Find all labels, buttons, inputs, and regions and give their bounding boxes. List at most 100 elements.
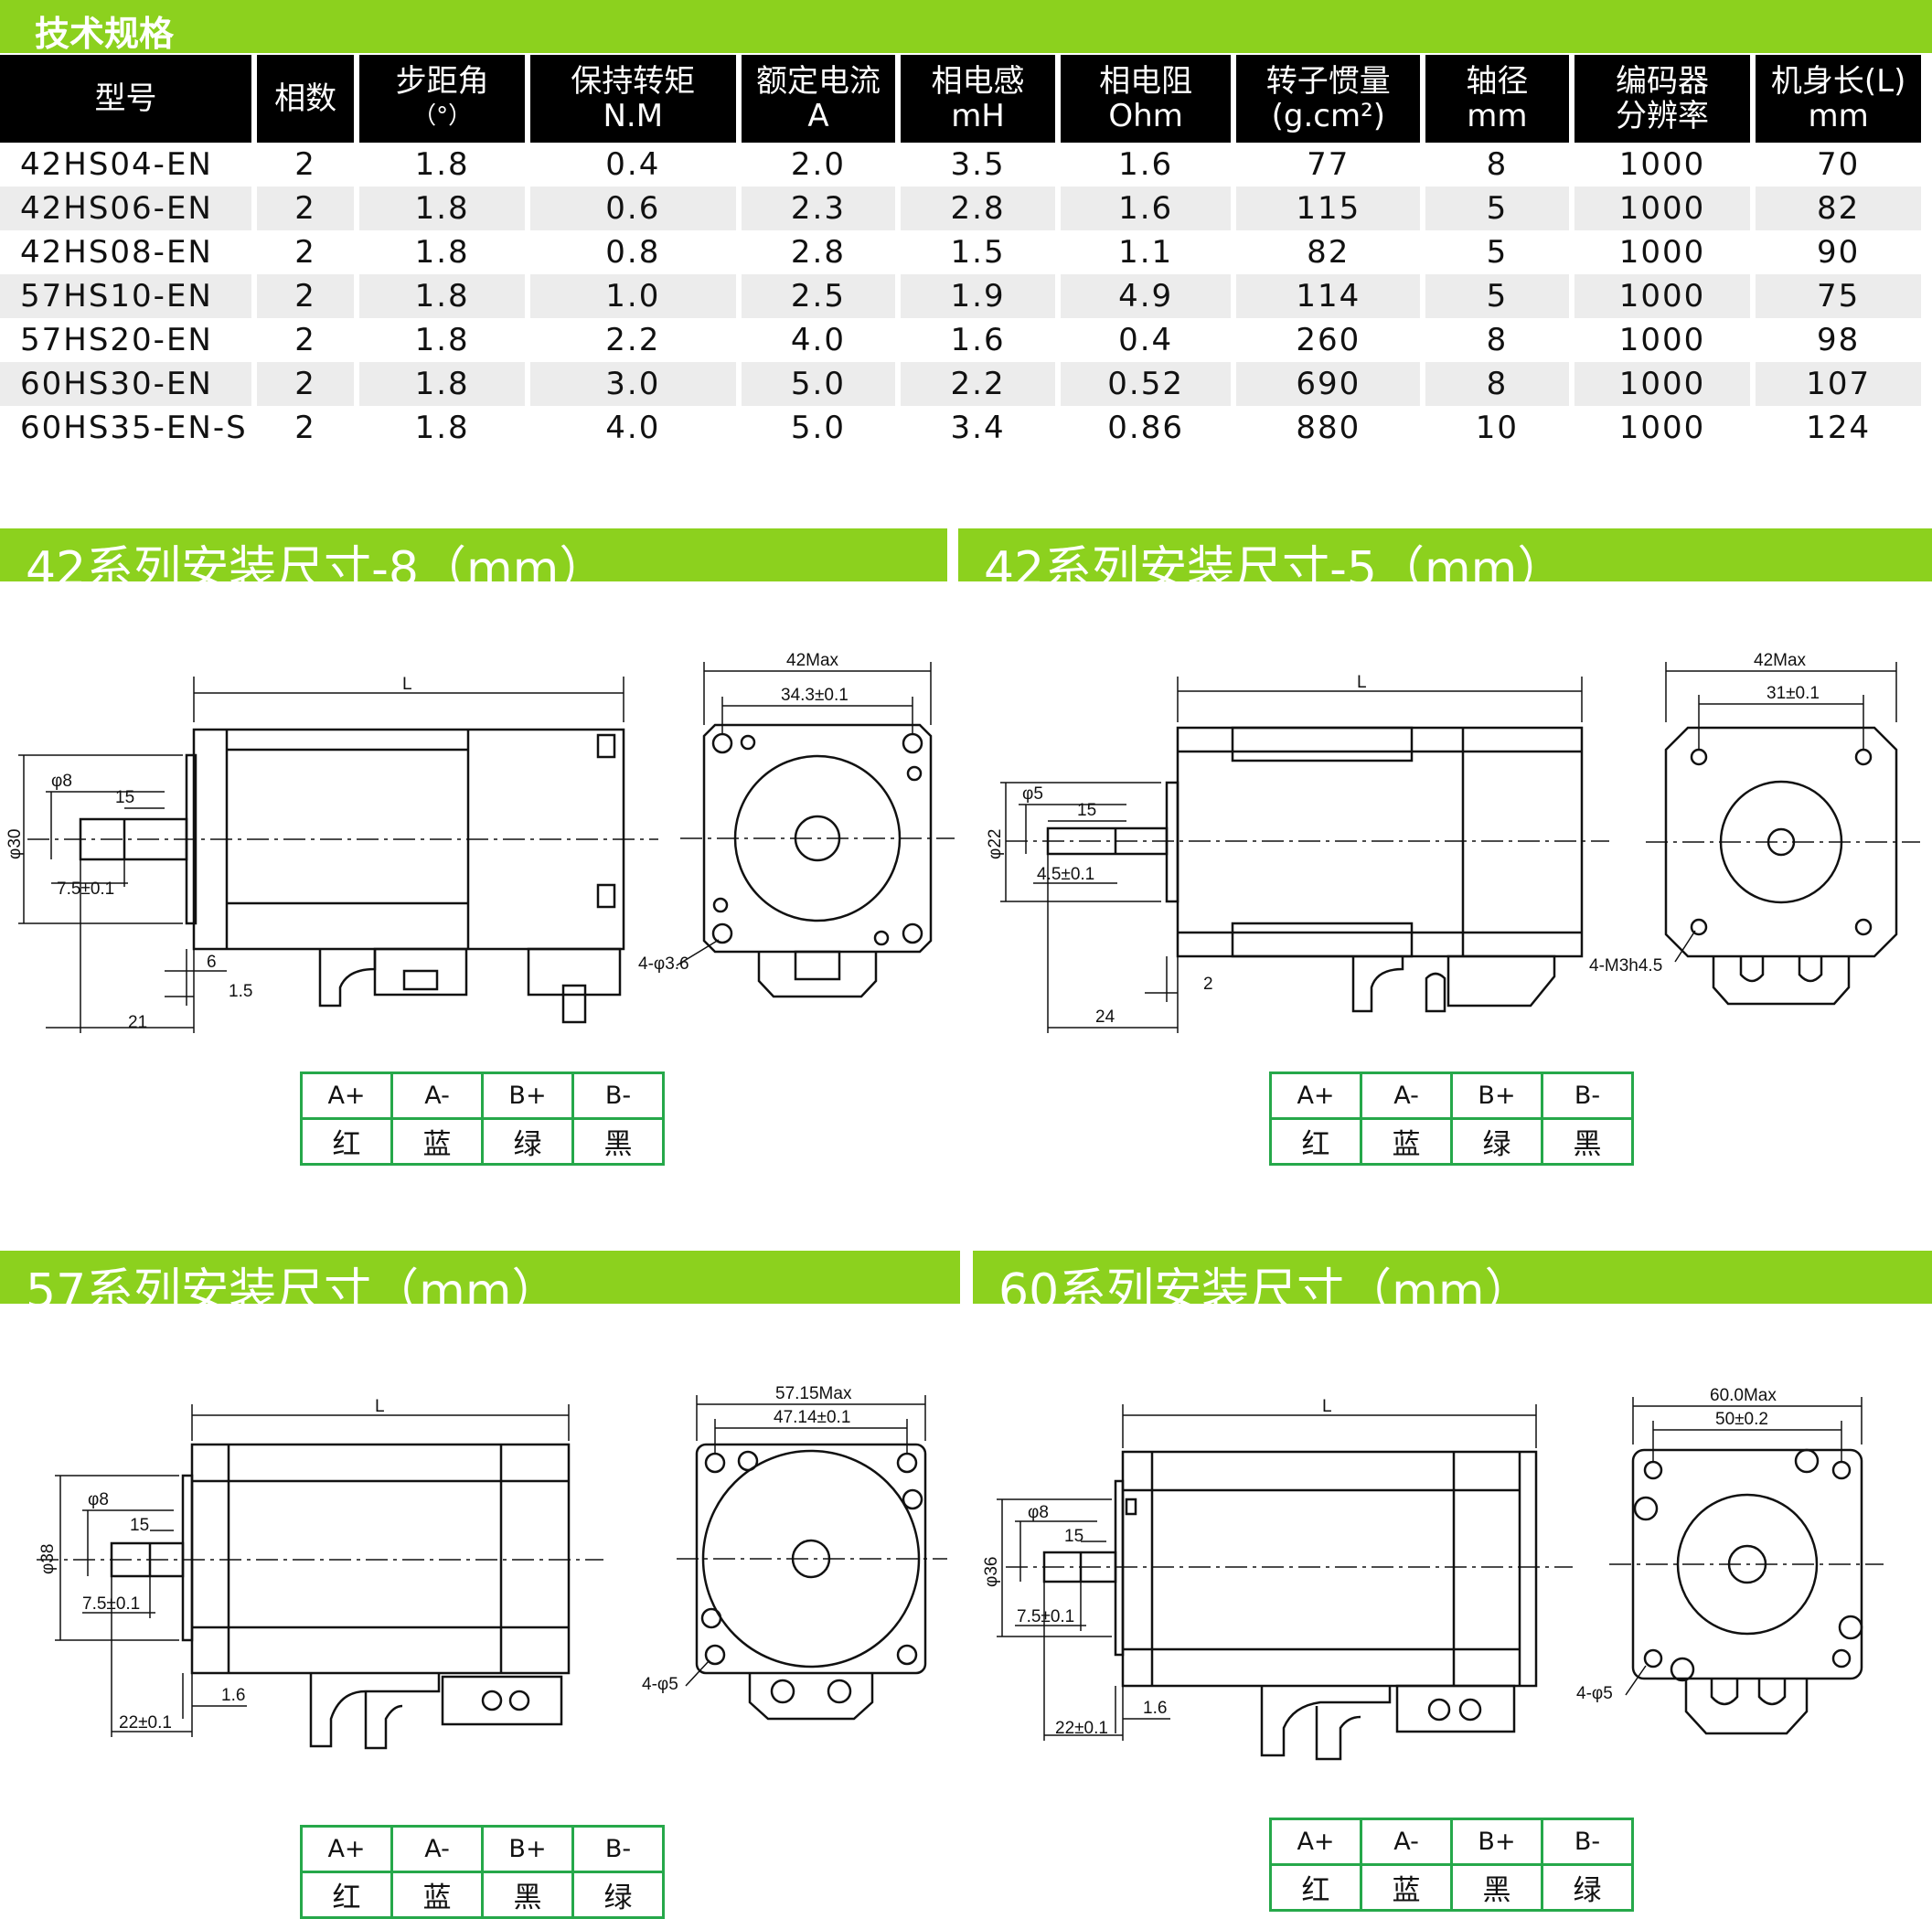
spec-cell: 690 (1236, 362, 1421, 406)
d2-flat: 4.5±0.1 (1037, 865, 1094, 884)
wire-label: B+ (481, 1071, 574, 1120)
spec-cell: 124 (1806, 410, 1872, 446)
spec-cell: 1.0 (529, 274, 736, 318)
spec-cell: 0.86 (1107, 410, 1184, 446)
spec-cell: 1.8 (359, 274, 525, 318)
wire-color: 黑 (571, 1117, 665, 1166)
spec-cell: 1.5 (950, 234, 1006, 271)
header-phases: 相数 (256, 55, 355, 143)
d2-shaft-length: 15 (1077, 801, 1096, 820)
model-cell: 60HS30-EN (0, 362, 251, 406)
spec-cell: 1.1 (1118, 234, 1174, 271)
d3-length-label: L (375, 1397, 385, 1416)
spec-cell: 70 (1817, 146, 1861, 183)
spec-cell: 114 (1236, 274, 1421, 318)
d2-length-label: L (1357, 673, 1367, 692)
wiring-table-42-8: A+A-B+B- 红蓝绿黑 (300, 1071, 665, 1166)
wire-color: 红 (1269, 1117, 1362, 1166)
wire-label: B+ (481, 1825, 574, 1873)
spec-cell: 5.0 (741, 362, 896, 406)
wire-color: 蓝 (390, 1871, 484, 1919)
header-step-angle: 步距角（°） (359, 55, 525, 143)
d1-pitch: 34.3±0.1 (781, 686, 849, 705)
spec-cell: 2.2 (605, 322, 661, 358)
spec-cell: 1.8 (414, 410, 470, 446)
d3-shaft-length: 15 (130, 1516, 149, 1535)
wire-color: 黑 (481, 1871, 574, 1919)
wire-label: A+ (300, 1071, 393, 1120)
spec-cell: 82 (1307, 234, 1350, 271)
spec-cell: 90 (1817, 234, 1861, 271)
spec-cell: 2 (294, 322, 316, 358)
model-cell: 57HS10-EN (0, 274, 251, 318)
wire-label: A- (390, 1071, 484, 1120)
spec-cell: 1000 (1618, 410, 1706, 446)
spec-cell: 2 (256, 274, 355, 318)
model-cell: 57HS20-EN (20, 322, 213, 358)
wire-color: 绿 (1541, 1863, 1634, 1912)
wire-label: A- (390, 1825, 484, 1873)
d3-flat: 7.5±0.1 (82, 1594, 140, 1614)
drawing-42-8: L φ8 15 7.5±0.1 φ30 6 1.5 21 42Max 34.3±… (5, 651, 955, 1033)
wire-label: B- (1541, 1818, 1634, 1866)
section-banner-57: 57系列安装尺寸（mm） (0, 1251, 960, 1319)
spec-cell: 2.2 (901, 362, 1055, 406)
d1-dim-a: 6 (207, 953, 217, 972)
d2-dim-b: 2 (1203, 975, 1213, 994)
d3-shaft-diameter: φ8 (88, 1490, 109, 1509)
spec-cell: 0.4 (605, 146, 661, 183)
wire-label: B- (1541, 1071, 1634, 1120)
d2-dim-c: 24 (1095, 1007, 1115, 1027)
spec-cell: 115 (1236, 187, 1421, 230)
spec-cell: 10 (1475, 410, 1520, 446)
d1-shaft-length: 15 (115, 788, 134, 807)
spec-cell: 75 (1756, 274, 1921, 318)
header-body-length: 机身长(L)mm (1756, 55, 1921, 143)
spec-cell: 3.4 (950, 410, 1006, 446)
spec-cell: 1.8 (359, 362, 525, 406)
d4-max: 60.0Max (1710, 1386, 1777, 1405)
d1-length-label: L (402, 675, 412, 694)
model-cell: 60HS35-EN-S (20, 410, 248, 446)
spec-cell: 2.8 (901, 187, 1055, 230)
d3-dim-c: 22±0.1 (119, 1713, 172, 1732)
spec-cell: 4.0 (605, 410, 661, 446)
spec-cell: 0.4 (1118, 322, 1174, 358)
spec-cell: 2 (294, 234, 316, 271)
d4-flat: 7.5±0.1 (1017, 1607, 1074, 1626)
d4-boss: φ36 (982, 1557, 1001, 1587)
spec-cell: 4.0 (790, 322, 846, 358)
d4-dim-b: 1.6 (1143, 1699, 1167, 1718)
model-cell: 42HS04-EN (20, 146, 213, 183)
spec-cell: 2.5 (741, 274, 896, 318)
wire-color: 红 (1269, 1863, 1362, 1912)
spec-cell: 260 (1296, 322, 1361, 358)
d4-shaft-diameter: φ8 (1028, 1503, 1049, 1522)
spec-cell: 1.9 (901, 274, 1055, 318)
wire-color: 绿 (1450, 1117, 1543, 1166)
wire-color: 黑 (1541, 1117, 1634, 1166)
drawing-57: L φ8 15 7.5±0.1 φ38 1.6 22±0.1 57.15Max … (37, 1384, 947, 1750)
d2-holes: 4-M3h4.5 (1589, 956, 1662, 975)
spec-cell: 1000 (1574, 187, 1751, 230)
spec-cell: 98 (1817, 322, 1861, 358)
wire-color: 蓝 (390, 1117, 484, 1166)
spec-cell: 1.8 (359, 187, 525, 230)
spec-cell: 2 (294, 146, 316, 183)
model-cell: 42HS08-EN (20, 234, 213, 271)
title-banner: 技术规格 (0, 0, 1932, 54)
wire-color: 蓝 (1360, 1863, 1453, 1912)
wire-label: B- (571, 1825, 665, 1873)
wire-color: 红 (300, 1117, 393, 1166)
wiring-table-57: A+A-B+B- 红蓝黑绿 (300, 1825, 665, 1919)
spec-cell: 2 (294, 410, 316, 446)
